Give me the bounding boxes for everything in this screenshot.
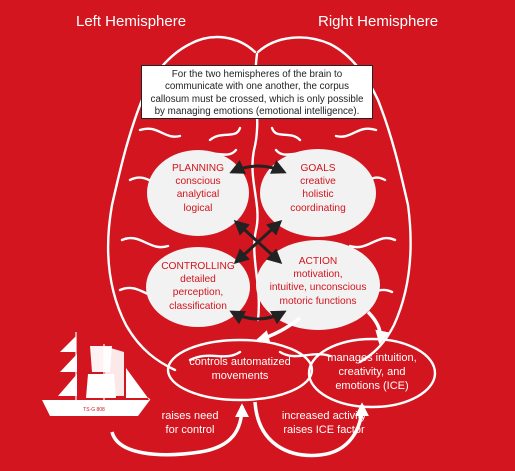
goals-line: creative [300,176,336,188]
action-line: intuitive, unconscious [269,282,367,294]
right-hemisphere-label: Right Hemisphere [318,13,439,30]
action-line: motivation, [293,269,343,281]
caption-line: raises need [161,410,219,422]
goals-line: coordinating [290,202,346,214]
caption-line: raises ICE factor [283,424,365,436]
goals-quadrant: GOALS creative holistic coordinating [262,162,374,215]
controls-ellipse [166,338,314,402]
planning-line: logical [183,202,213,214]
arrow-controlling-action [229,310,287,325]
quadrant-blobs [146,149,380,330]
planning-title: PLANNING [171,163,225,174]
controlling-blob [146,247,250,327]
controlling-title: CONTROLLING [161,261,235,272]
arrow-ship-to-controls [110,403,249,457]
planning-blob [147,150,249,236]
note-line: For the two hemispheres of the brain to [171,69,343,80]
caption-line: increased activity [281,410,367,422]
planning-quadrant: PLANNING conscious analytical logical [148,162,248,215]
ship-hull-label: TS·G 808 [83,407,105,413]
controlling-line: classification [169,300,227,312]
arrow-planning-goals [229,160,287,174]
planning-line: analytical [176,189,220,201]
arrow-diagonal-2 [233,219,283,265]
action-quadrant: ACTION motivation, intuitive, unconsciou… [258,255,378,308]
controls-line: movements [211,370,269,382]
controlling-line: detailed [180,274,216,286]
left-hemisphere-label: Left Hemisphere [76,13,187,30]
controlling-line: perception, [172,287,224,299]
action-line: motoric functions [279,295,357,307]
goals-title: GOALS [300,163,336,174]
goals-blob [260,149,376,237]
manages-line: creativity, and [338,366,406,378]
controls-line: controls automatized [189,356,291,368]
increased-activity-caption: increased activity raises ICE factor [264,409,384,437]
controlling-quadrant: CONTROLLING detailed perception, classif… [146,260,250,313]
ship-icon: TS·G 808 [42,332,151,416]
corpus-callosum-note: For the two hemispheres of the brain to … [141,65,373,119]
note-line: communicate with one another, the corpus [164,81,350,93]
caption-line: for control [165,424,215,436]
planning-line: conscious [175,176,221,188]
note-line: by managing emotions (emotional intellig… [154,106,360,118]
action-blob [256,240,380,330]
arrow-controls-to-manages [253,401,369,458]
manages-line: manages intuition, [327,352,417,364]
manages-line: emotions (ICE) [335,380,409,392]
action-title: ACTION [298,256,338,267]
manages-ellipse [307,337,437,409]
arrow-action-to-manages [366,310,390,345]
controls-automatized-text: controls automatized movements [170,355,310,383]
raises-need-caption: raises need for control [150,409,230,437]
goals-line: holistic [302,189,334,201]
note-line: callosum must be crossed, which is only … [150,93,364,105]
dark-arrows [229,160,287,325]
manages-intuition-text: manages intuition, creativity, and emoti… [310,351,434,393]
bottom-ellipses [166,337,437,409]
arrow-action-to-controls [255,316,302,344]
